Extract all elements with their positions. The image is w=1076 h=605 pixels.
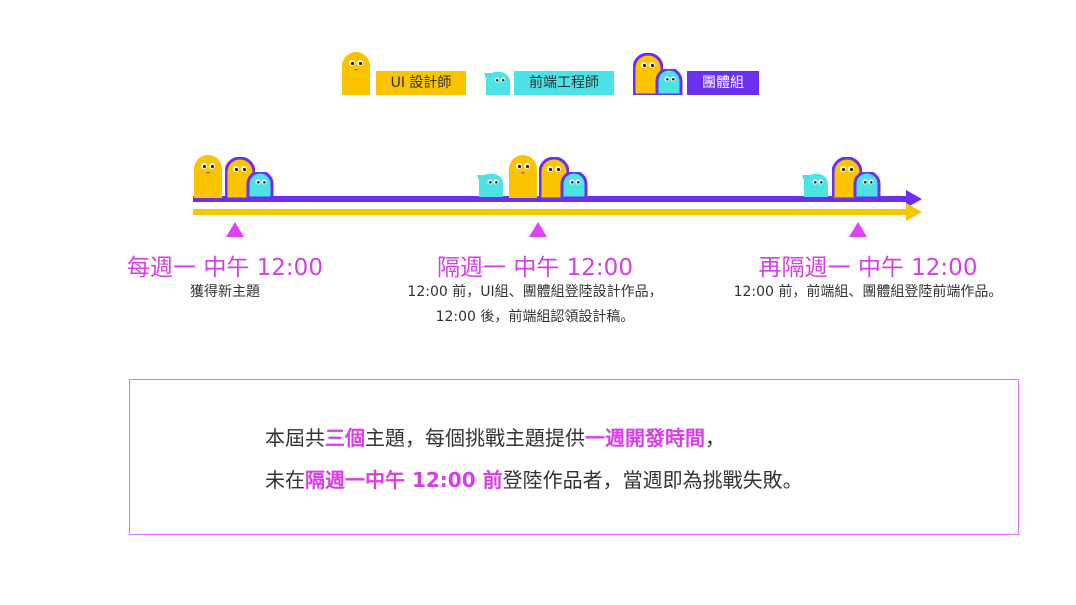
m3-desc: 12:00 前，前端組、團體組登陸前端作品。	[713, 280, 1023, 305]
m2-designer-mascot-icon	[508, 154, 538, 198]
m2-desc: 12:00 前，UI組、團體組登陸設計作品， 12:00 後，前端組認領設計稿。	[385, 280, 685, 330]
designer-mascot-icon	[341, 51, 371, 95]
m2-frontend-mascot-icon	[477, 171, 505, 197]
timeline-yellow-arrow-icon	[906, 203, 922, 221]
rules-line-1-part-2: 主題，每個挑戰主題提供	[365, 426, 585, 450]
m1-designer-mascot-icon	[193, 154, 223, 198]
m2-desc-line-1: 12:00 前，UI組、團體組登陸設計作品，	[407, 284, 663, 300]
m1-desc-line: 獲得新主題	[190, 284, 260, 300]
m2-team-mascot-cyan-icon	[560, 172, 588, 198]
rules-line-2-part-1: 未在	[265, 468, 305, 492]
m1-title: 每週一 中午 12:00	[127, 255, 323, 281]
rules-line-1: 本屆共三個主題，每個挑戰主題提供一週開發時間，	[265, 422, 725, 451]
timeline-purple-line	[193, 196, 907, 202]
rules-line-2-highlight: 隔週一中午 12:00 前	[305, 468, 503, 492]
frontend-mascot-icon	[484, 69, 512, 95]
m2-title: 隔週一 中午 12:00	[437, 255, 633, 281]
legend-designer-label: UI 設計師	[376, 71, 466, 95]
rules-line-2: 未在隔週一中午 12:00 前登陸作品者，當週即為挑戰失敗。	[265, 464, 803, 493]
rules-line-1-highlight-2: 一週開發時間	[585, 426, 705, 450]
m3-desc-line: 12:00 前，前端組、團體組登陸前端作品。	[733, 284, 1003, 300]
rules-box	[129, 379, 1019, 535]
rules-line-1-part-3: ，	[705, 426, 725, 450]
rules-line-1-highlight-1: 三個	[325, 426, 365, 450]
rules-line-2-part-2: 登陸作品者，當週即為挑戰失敗。	[502, 468, 803, 492]
team-mascot-cyan-icon	[655, 69, 683, 95]
m1-marker-icon	[226, 222, 244, 237]
m3-frontend-mascot-icon	[802, 171, 830, 197]
m3-title: 再隔週一 中午 12:00	[758, 255, 978, 281]
m2-desc-line-2: 12:00 後，前端組認領設計稿。	[435, 309, 635, 325]
m3-team-mascot-cyan-icon	[853, 172, 881, 198]
timeline-yellow-line	[193, 209, 907, 215]
m1-desc: 獲得新主題	[115, 280, 335, 305]
m2-marker-icon	[529, 222, 547, 237]
legend-frontend-label: 前端工程師	[514, 71, 614, 95]
m1-team-mascot-cyan-icon	[246, 172, 274, 198]
rules-line-1-part-1: 本屆共	[265, 426, 325, 450]
m3-marker-icon	[849, 222, 867, 237]
legend-team-label: 團體組	[687, 71, 759, 95]
